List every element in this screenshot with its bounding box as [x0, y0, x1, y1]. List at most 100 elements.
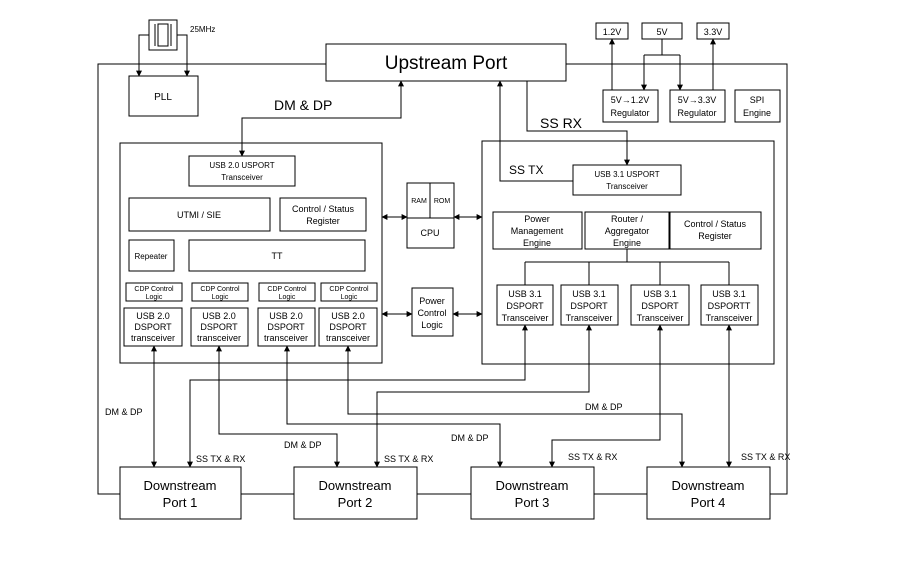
cpu-block: RAM ROM CPU	[406, 182, 455, 249]
svg-text:USB 3.1: USB 3.1	[572, 289, 606, 299]
label-ss-txrx-port4: SS TX & RX	[741, 452, 790, 462]
spi-engine	[734, 89, 781, 123]
svg-text:DSPORT: DSPORT	[570, 301, 608, 311]
svg-text:USB 3.1: USB 3.1	[643, 289, 677, 299]
usb3-dsport-2	[560, 284, 619, 326]
downstream-port-3	[470, 466, 595, 520]
connections	[151, 80, 732, 468]
usb3-control-status-register	[669, 211, 762, 250]
svg-text:Power: Power	[419, 296, 445, 306]
label-dm-dp-port3: DM & DP	[451, 433, 489, 443]
label-ss-txrx-port2: SS TX & RX	[384, 454, 433, 464]
label-ss-txrx-port3: SS TX & RX	[568, 452, 617, 462]
downstream-port-4	[646, 466, 771, 520]
svg-text:Transceiver: Transceiver	[566, 313, 613, 323]
upstream-port-label: Upstream Port	[385, 53, 508, 74]
cdp-control-logic-4	[320, 282, 378, 302]
usb3-dsport-3	[630, 284, 690, 326]
svg-text:Logic: Logic	[279, 294, 296, 301]
downstream-ports: Downstream Port 1 Downstream Port 2 Down…	[119, 466, 771, 520]
svg-text:5V→3.3V: 5V→3.3V	[678, 95, 717, 105]
svg-text:CDP Control: CDP Control	[200, 286, 240, 293]
svg-text:USB 2.0 USPORT: USB 2.0 USPORT	[209, 161, 274, 170]
rom-label: ROM	[434, 198, 451, 205]
svg-text:5V: 5V	[656, 27, 667, 37]
router-fanout	[524, 249, 730, 285]
svg-text:DSPORT: DSPORT	[267, 322, 305, 332]
svg-text:USB 3.1 USPORT: USB 3.1 USPORT	[594, 170, 659, 179]
cdp-control-logic-3	[258, 282, 316, 302]
svg-text:Transceiver: Transceiver	[706, 313, 753, 323]
svg-text:DSPORT: DSPORT	[134, 322, 172, 332]
router-aggregator-engine	[584, 211, 670, 250]
svg-text:1.2V: 1.2V	[603, 27, 622, 37]
cdp-control-logic-2	[191, 282, 249, 302]
cdp-control-logic-group: CDP Control Logic CDP Control Logic CDP …	[125, 282, 378, 302]
cpu-label: CPU	[420, 228, 439, 238]
crystal-freq-label: 25MHz	[190, 25, 215, 34]
svg-text:Control / Status: Control / Status	[292, 204, 355, 214]
svg-text:Transceiver: Transceiver	[637, 313, 684, 323]
svg-text:5V→1.2V: 5V→1.2V	[611, 95, 650, 105]
transaction-translator	[188, 239, 366, 272]
pll-block	[128, 75, 199, 117]
svg-text:Regulator: Regulator	[677, 108, 716, 118]
svg-text:Engine: Engine	[743, 108, 771, 118]
svg-text:Port 3: Port 3	[515, 495, 550, 510]
svg-text:Logic: Logic	[212, 294, 229, 301]
svg-text:USB 2.0: USB 2.0	[269, 311, 303, 321]
downstream-port-1	[119, 466, 242, 520]
svg-text:Logic: Logic	[146, 294, 163, 301]
svg-text:TT: TT	[272, 251, 283, 261]
svg-text:Transceiver: Transceiver	[221, 173, 263, 182]
svg-text:Port 2: Port 2	[338, 495, 373, 510]
svg-text:Aggregator: Aggregator	[605, 226, 650, 236]
usb2-dsport-1	[123, 307, 183, 347]
svg-text:DSPORT: DSPORT	[200, 322, 238, 332]
svg-text:CDP Control: CDP Control	[329, 286, 369, 293]
svg-text:Control: Control	[417, 308, 446, 318]
label-ss-tx: SS TX	[509, 163, 543, 177]
regulator-1v2	[602, 89, 659, 123]
svg-text:UTMI / SIE: UTMI / SIE	[177, 210, 221, 220]
usb3-usport-transceiver	[572, 164, 682, 196]
usb2-control-status-register	[279, 197, 367, 232]
usb3-dsport-group: USB 3.1 DSPORT Transceiver USB 3.1 DSPOR…	[496, 284, 759, 326]
svg-text:Transceiver: Transceiver	[606, 182, 648, 191]
utmi-sie	[128, 197, 271, 232]
svg-text:Register: Register	[306, 216, 340, 226]
svg-text:transceiver: transceiver	[131, 333, 175, 343]
svg-text:Power: Power	[524, 214, 550, 224]
svg-text:Engine: Engine	[613, 238, 641, 248]
svg-text:transceiver: transceiver	[264, 333, 308, 343]
repeater	[128, 239, 175, 272]
label-dm-dp-port2: DM & DP	[284, 440, 322, 450]
svg-text:Router /: Router /	[611, 214, 644, 224]
power-management-engine	[492, 211, 583, 250]
svg-text:CDP Control: CDP Control	[267, 286, 307, 293]
svg-text:DSPORT: DSPORT	[506, 301, 544, 311]
svg-text:transceiver: transceiver	[326, 333, 370, 343]
svg-text:Downstream: Downstream	[672, 478, 745, 493]
svg-text:USB 3.1: USB 3.1	[508, 289, 542, 299]
svg-text:DSPORT: DSPORT	[329, 322, 367, 332]
svg-text:Logic: Logic	[341, 294, 358, 301]
svg-text:Port 1: Port 1	[163, 495, 198, 510]
svg-text:USB 2.0: USB 2.0	[202, 311, 236, 321]
label-ss-rx: SS RX	[540, 115, 583, 131]
usb2-usport-transceiver	[188, 155, 296, 187]
svg-text:USB 3.1: USB 3.1	[712, 289, 746, 299]
svg-text:USB 2.0: USB 2.0	[136, 311, 170, 321]
svg-text:Transceiver: Transceiver	[502, 313, 549, 323]
svg-text:3.3V: 3.3V	[704, 27, 723, 37]
power-connections	[609, 38, 716, 91]
label-dm-dp-upstream: DM & DP	[274, 97, 332, 113]
cdp-control-logic-1	[125, 282, 183, 302]
label-ss-txrx-port1: SS TX & RX	[196, 454, 245, 464]
svg-text:DSPORT: DSPORT	[641, 301, 679, 311]
svg-text:Engine: Engine	[523, 238, 551, 248]
crystal-oscillator: 25MHz	[136, 19, 215, 77]
svg-text:Downstream: Downstream	[319, 478, 392, 493]
svg-text:Repeater: Repeater	[135, 252, 168, 261]
